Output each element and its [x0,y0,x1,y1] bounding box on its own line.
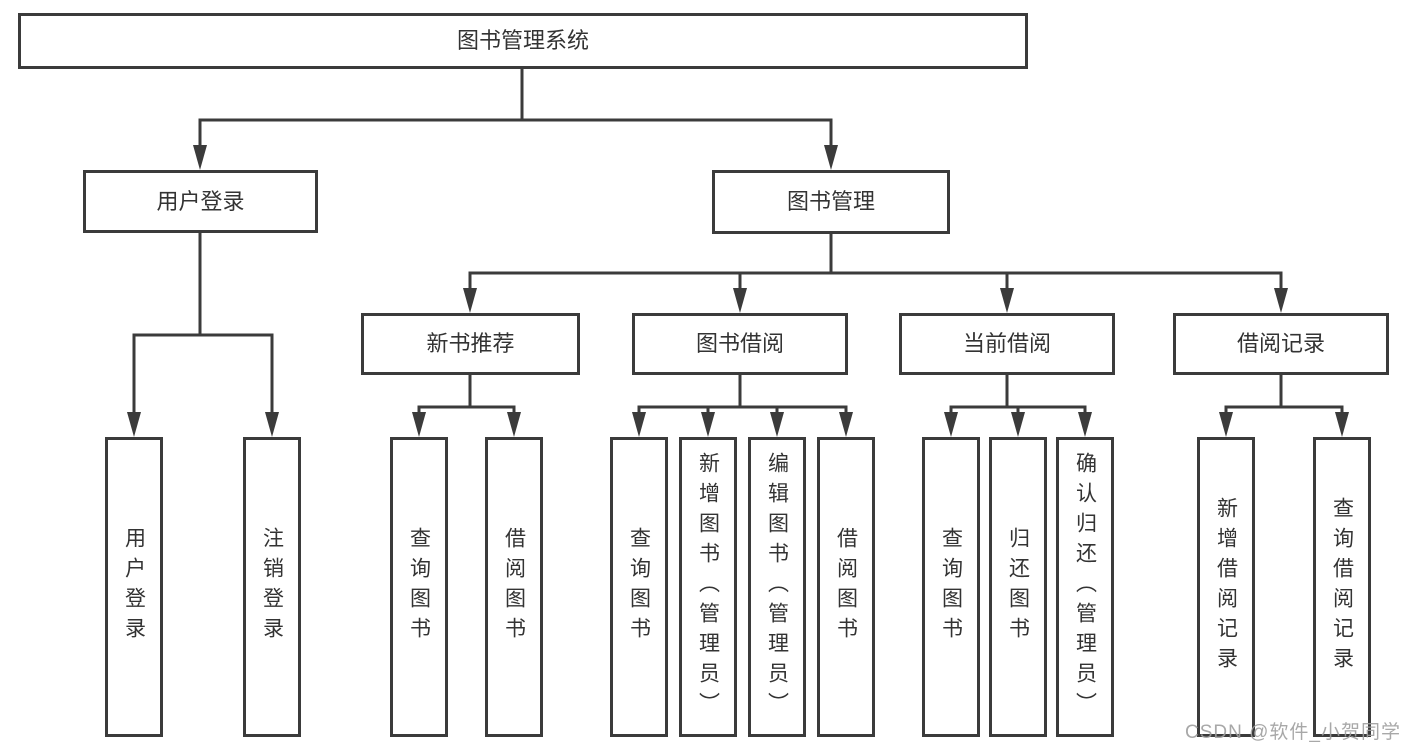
node-user-login: 用户登录 [83,170,318,233]
node-borrow-records: 借阅记录 [1173,313,1389,375]
connector-book-borrow-children [632,375,853,437]
node-current-borrow: 当前借阅 [899,313,1115,375]
connector-borrow-records-children [1219,375,1349,437]
node-book-borrow: 图书借阅 [632,313,848,375]
node-root-library-system: 图书管理系统 [18,13,1028,69]
leaf-add-books-admin: 新增图书（管理员） [679,437,737,737]
connector-new-book-recommend-children [412,375,521,437]
node-book-management: 图书管理 [712,170,950,234]
leaf-logout: 注销登录 [243,437,301,737]
leaf-add-borrow-record: 新增借阅记录 [1197,437,1255,737]
connector-current-borrow-children [944,375,1092,437]
connector-user-login-children [127,233,279,437]
leaf-current-query-books: 查询图书 [922,437,980,737]
connector-book-management-children [463,234,1288,313]
leaf-recommend-borrow-books: 借阅图书 [485,437,543,737]
csdn-watermark: CSDN @软件_小贺同学 [1185,722,1401,743]
leaf-borrow-books: 借阅图书 [817,437,875,737]
leaf-recommend-query-books: 查询图书 [390,437,448,737]
leaf-query-borrow-record: 查询借阅记录 [1313,437,1371,737]
leaf-confirm-return-admin: 确认归还（管理员） [1056,437,1114,737]
connector-root-to-level2 [193,69,838,170]
leaf-borrow-query-books: 查询图书 [610,437,668,737]
leaf-return-books: 归还图书 [989,437,1047,737]
leaf-user-login: 用户登录 [105,437,163,737]
leaf-edit-books-admin: 编辑图书（管理员） [748,437,806,737]
node-new-book-recommend: 新书推荐 [361,313,580,375]
